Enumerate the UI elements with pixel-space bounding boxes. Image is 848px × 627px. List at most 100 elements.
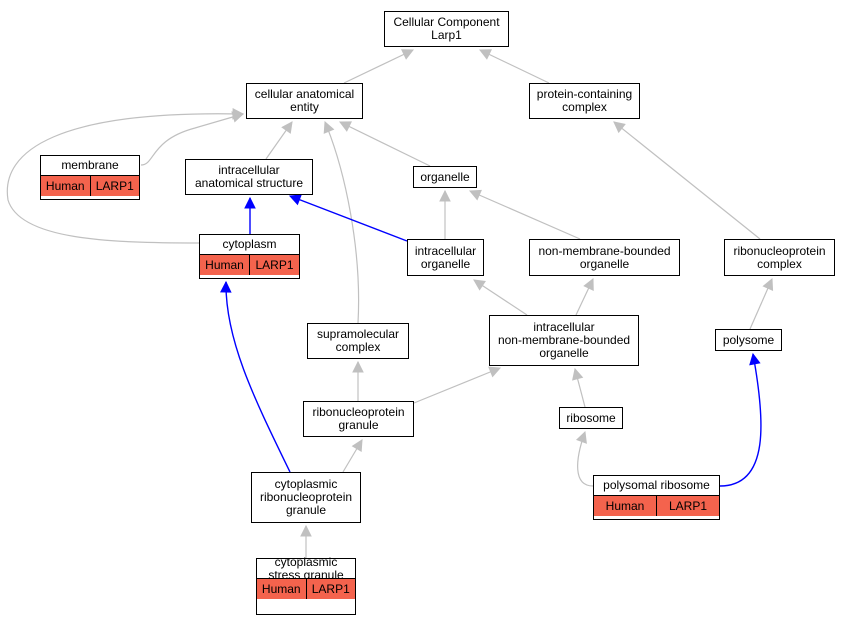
node-label: cytoplasm xyxy=(200,235,299,254)
node-label: polysomal ribosome xyxy=(594,476,719,495)
edge-polysomal-ribosome-to-polysome-arrowhead xyxy=(749,352,761,366)
edge-ribonucleoprotein-complex-to-protein-containing-complex-arrowhead xyxy=(613,121,626,134)
node-label-line: organelle xyxy=(539,346,589,360)
node-label-line: non-membrane-bounded xyxy=(538,243,671,258)
node-label-line: anatomical structure xyxy=(194,176,304,190)
edge-supramolecular-complex-to-cellular-anatomical-entity-arrowhead xyxy=(323,120,335,134)
node-label-line: intracellular xyxy=(414,243,477,258)
edge-supramolecular-complex-to-cellular-anatomical-entity xyxy=(324,121,360,324)
edge-cytoplasmic-rnp-granule-to-cytoplasm xyxy=(225,281,291,473)
node-ribosome[interactable]: ribosome xyxy=(559,407,623,429)
edge-protein-containing-complex-to-root-arrowhead xyxy=(478,49,492,60)
edge-polysomal-ribosome-to-ribosome-arrowhead xyxy=(575,430,587,444)
edge-cellular-anatomical-entity-to-root xyxy=(343,49,414,84)
node-label-line: complex xyxy=(335,340,381,354)
annotation-row: Human LARP1 xyxy=(200,254,299,275)
node-label-line: intracellular xyxy=(533,320,595,334)
edge-polysome-to-ribonucleoprotein-complex-arrowhead xyxy=(762,277,774,291)
node-label-line: granule xyxy=(285,503,327,517)
edge-intracellular-organelle-to-organelle-arrowhead xyxy=(439,189,451,202)
edge-cellular-anatomical-entity-to-root-arrowhead xyxy=(401,49,415,60)
node-label-line: non-membrane-bounded xyxy=(497,333,631,347)
edge-intracellular-nmbo-to-intracellular-organelle-arrowhead xyxy=(473,279,486,291)
edge-membrane-to-cellular-anatomical-entity xyxy=(140,113,244,166)
node-label: ribosome xyxy=(560,408,622,428)
edge-organelle-to-cellular-anatomical-entity xyxy=(339,121,431,167)
node-label-line: supramolecular xyxy=(316,327,400,341)
species-tag: Human xyxy=(45,179,85,193)
node-organelle[interactable]: organelle xyxy=(413,166,477,188)
node-label-line: ribonucleoprotein xyxy=(733,243,826,258)
edge-cytoplasm-to-cellular-anatomical-entity xyxy=(6,113,244,244)
species-tag: Human xyxy=(205,258,244,272)
node-label-line: organelle xyxy=(579,256,630,271)
edge-ribonucleoprotein-granule-to-intracellular-nmbo xyxy=(413,367,501,404)
node-label-line: ribonucleoprotein xyxy=(259,490,353,504)
species-tag: Human xyxy=(261,582,301,596)
edge-cytoplasm-to-cellular-anatomical-entity-arrowhead xyxy=(232,107,245,120)
edge-ribosome-to-intracellular-nmbo-arrowhead xyxy=(572,367,584,381)
gene-tag: LARP1 xyxy=(305,579,356,599)
species-tag: Human xyxy=(605,499,645,513)
node-label-line: polysome xyxy=(722,332,775,347)
edge-intracellular-nmbo-to-intracellular-organelle xyxy=(473,279,528,316)
node-label-line: entity xyxy=(290,100,319,114)
node-label-line: protein-containing xyxy=(536,87,633,101)
edge-cytoplasmic-stress-granule-to-cytoplasmic-rnp-granule-arrowhead xyxy=(300,524,312,537)
node-label-line: complex xyxy=(757,256,802,271)
node-label: organelle xyxy=(414,167,476,187)
edge-intracellular-organelle-to-intracellular-anatomical-structure-arrowhead xyxy=(288,194,302,206)
node-label-line: ribosome xyxy=(566,410,616,425)
node-label-line: cytoplasmic xyxy=(274,477,338,491)
edge-organelle-to-cellular-anatomical-entity-arrowhead xyxy=(338,121,352,132)
edge-cytoplasmic-rnp-granule-to-ribonucleoprotein-granule-arrowhead xyxy=(351,439,363,452)
edge-ribonucleoprotein-granule-to-intracellular-nmbo-arrowhead xyxy=(488,366,502,378)
node-label-line: complex xyxy=(562,100,607,114)
edge-non-membrane-bounded-organelle-to-organelle-arrowhead xyxy=(468,189,482,201)
gene-tag: LARP1 xyxy=(249,255,299,275)
node-label-line: Cellular Component xyxy=(393,15,500,29)
node-label-line: intracellular xyxy=(218,163,280,177)
node-label-line: cytoplasm xyxy=(222,237,277,251)
edge-cytoplasm-to-intracellular-anatomical-structure-arrowhead xyxy=(244,196,256,209)
node-label-line: stress granule xyxy=(268,567,344,582)
node-label-line: granule xyxy=(338,418,379,432)
edge-intracellular-nmbo-to-non-membrane-bounded-organelle-arrowhead xyxy=(583,277,594,291)
node-polysome[interactable]: polysome xyxy=(715,329,782,351)
node-label: polysome xyxy=(716,330,781,350)
edge-protein-containing-complex-to-root xyxy=(479,49,550,84)
edge-non-membrane-bounded-organelle-to-organelle xyxy=(469,190,581,240)
annotation-row: Human LARP1 xyxy=(257,578,355,599)
node-label-line: polysomal ribosome xyxy=(603,478,710,492)
edge-ribonucleoprotein-complex-to-protein-containing-complex xyxy=(613,121,761,240)
node-label-line: Larp1 xyxy=(431,28,462,42)
